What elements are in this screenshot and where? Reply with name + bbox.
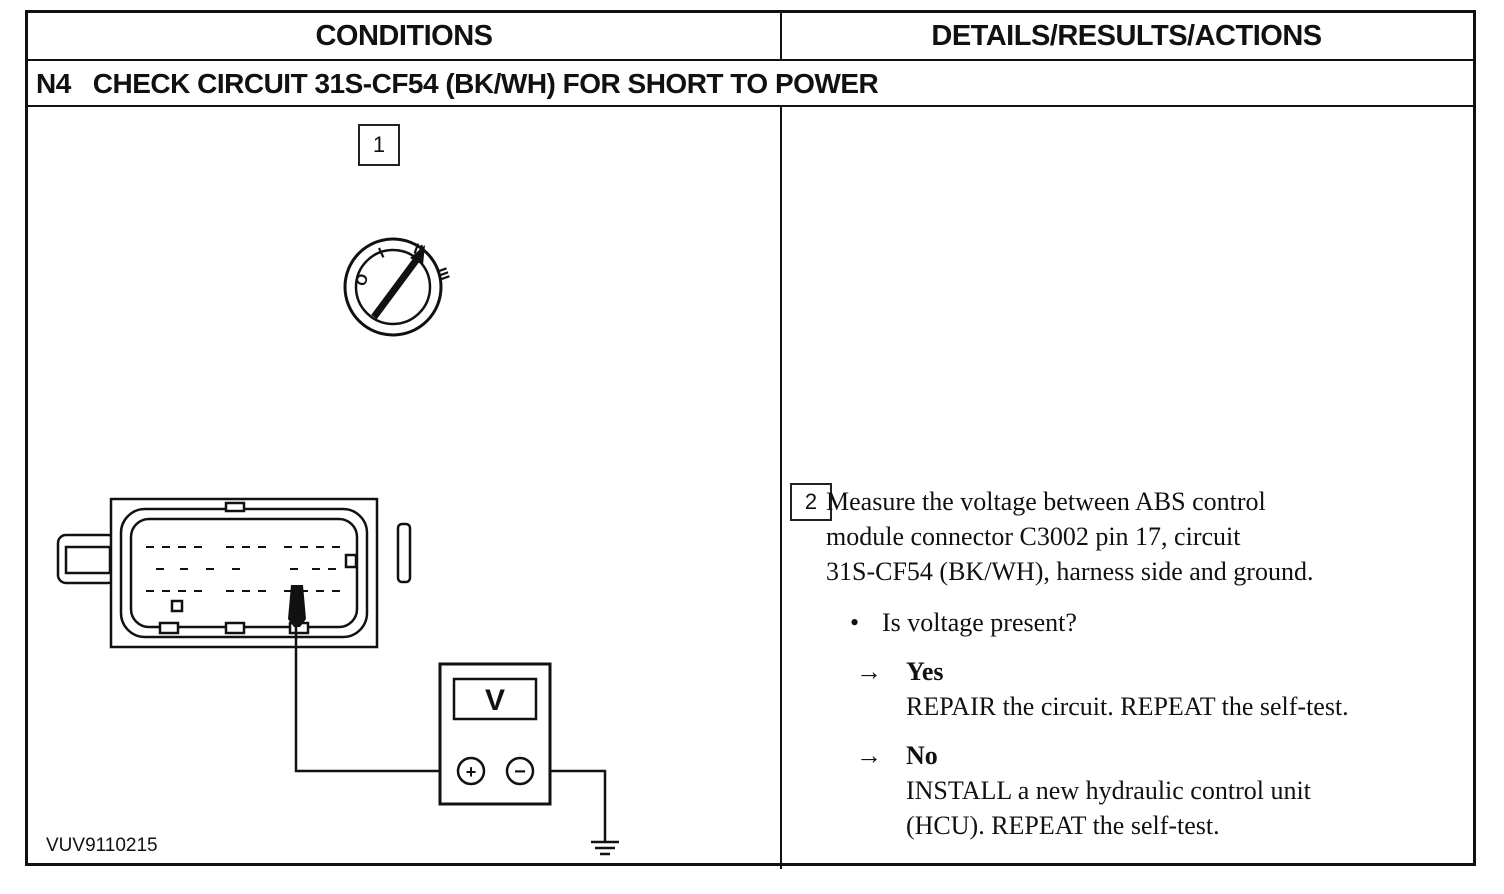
bullet-icon: • (850, 608, 860, 637)
diagnostic-table: CONDITIONS DETAILS/RESULTS/ACTIONS N4 CH… (25, 10, 1476, 869)
question-row: • Is voltage present? (826, 605, 1436, 640)
minus-terminal: − (514, 761, 526, 783)
instruction-line-2: module connector C3002 pin 17, circuit (826, 522, 1241, 551)
step-number: N4 (36, 68, 71, 99)
question-text: Is voltage present? (882, 608, 1077, 637)
arrow-right-icon: → (856, 741, 882, 770)
yes-action: REPAIR the circuit. REPEAT the self-test… (906, 692, 1349, 721)
no-action-line-1: INSTALL a new hydraulic control unit (906, 776, 1311, 805)
yes-label: Yes (906, 657, 944, 686)
step-1-box: 1 (358, 124, 400, 166)
instruction-line-3: 31S-CF54 (BK/WH), harness side and groun… (826, 557, 1314, 586)
step-2-box: 2 (790, 483, 832, 521)
result-yes: → Yes REPAIR the circuit. REPEAT the sel… (826, 654, 1436, 724)
test-diagram: O I II III (56, 237, 619, 856)
result-no: → No INSTALL a new hydraulic control uni… (826, 738, 1436, 843)
ignition-pos-3: III (432, 265, 452, 283)
figure-id: VUV9110215 (46, 835, 158, 856)
step-title-row: N4 CHECK CIRCUIT 31S-CF54 (BK/WH) FOR SH… (36, 63, 879, 105)
column-divider (780, 107, 782, 869)
meter-label: V (485, 684, 505, 717)
details-header: DETAILS/RESULTS/ACTIONS (931, 19, 1322, 52)
abs-connector-icon (56, 497, 412, 649)
ignition-switch-icon: O I II III (343, 237, 453, 337)
probe-icon (288, 585, 306, 627)
header-rule (28, 59, 1473, 61)
voltmeter-icon: V + − (438, 662, 552, 806)
arrow-right-icon: → (856, 657, 882, 686)
details-text: Measure the voltage between ABS control … (826, 484, 1436, 843)
instruction-line-1: Measure the voltage between ABS control (826, 487, 1266, 516)
header-divider (780, 13, 782, 59)
ignition-pos-1: I (376, 245, 387, 262)
conditions-header: CONDITIONS (315, 19, 493, 52)
test-leads (294, 627, 619, 856)
plus-terminal: + (466, 762, 477, 782)
no-label: No (906, 741, 938, 770)
title-rule (28, 105, 1473, 107)
step-title: CHECK CIRCUIT 31S-CF54 (BK/WH) FOR SHORT… (92, 68, 879, 99)
no-action-line-2: (HCU). REPEAT the self-test. (906, 811, 1220, 840)
